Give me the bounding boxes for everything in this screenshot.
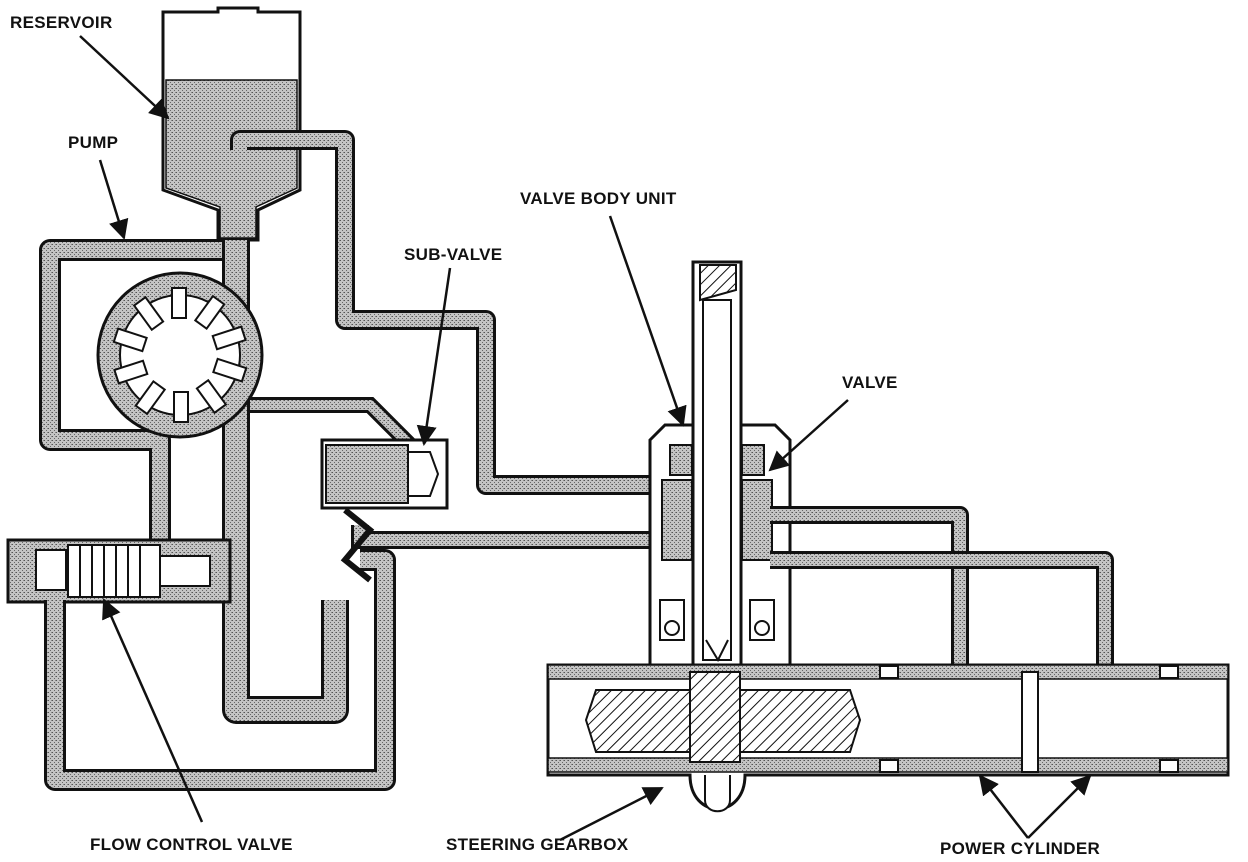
feed-line: [340, 507, 650, 583]
label-reservoir: RESERVOIR: [10, 13, 113, 32]
steering-gearbox-arrow: [559, 786, 664, 842]
pump-housing: [39, 239, 349, 724]
return-line: [230, 130, 650, 495]
pressure-line: [250, 397, 416, 451]
label-sub-valve: SUB-VALVE: [404, 245, 503, 264]
reservoir-arrow: [79, 35, 170, 120]
valve-body-unit: [648, 260, 792, 674]
power-cylinder-arrow-left: [978, 774, 1029, 839]
power-cylinder: [879, 665, 1179, 773]
power-cylinder-arrow-right: [1027, 774, 1092, 839]
reservoir: [161, 6, 302, 242]
sub-valve: [320, 438, 449, 510]
leader-arrows: [79, 35, 1092, 842]
label-valve-body-unit: VALVE BODY UNIT: [520, 189, 677, 208]
cylinder-lines: [770, 506, 1114, 675]
pump-rotor: [96, 271, 264, 439]
label-power-cylinder: POWER CYLINDER: [940, 839, 1101, 858]
label-valve: VALVE: [842, 373, 898, 392]
label-pump: PUMP: [68, 133, 119, 152]
label-steering-gearbox: STEERING GEARBOX: [446, 835, 629, 854]
valve-arrow: [768, 399, 849, 472]
flow-control-valve: [6, 538, 396, 791]
label-flow-control-valve: FLOW CONTROL VALVE: [90, 835, 293, 854]
flow-control-valve-arrow: [102, 598, 204, 823]
steering-gearbox: [546, 663, 1230, 813]
sub-valve-arrow: [416, 267, 452, 446]
pump-arrow: [98, 159, 129, 240]
valve-body-unit-arrow: [608, 215, 687, 427]
